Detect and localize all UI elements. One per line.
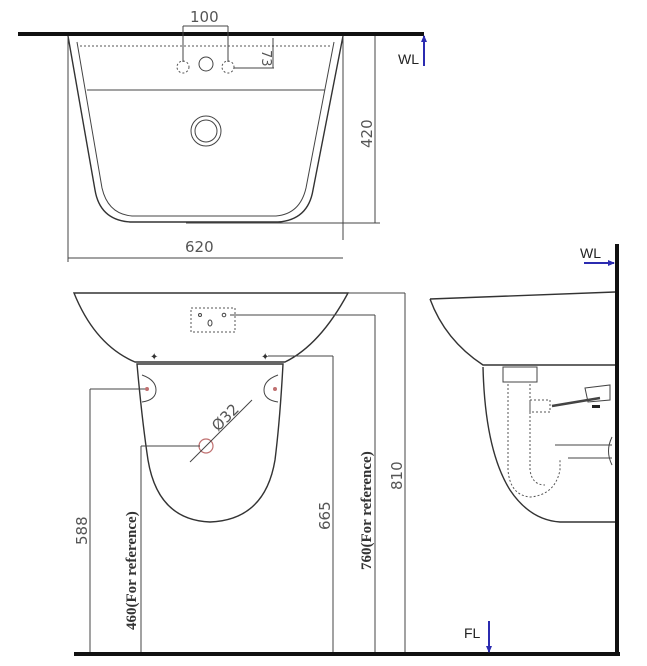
front-view: ✦ ✦ Ø32 588 460(For reference) 665 760(F…	[72, 292, 620, 656]
basin-front	[72, 292, 350, 363]
svg-text:✦: ✦	[150, 352, 158, 363]
fl-label: FL	[464, 625, 481, 641]
basin-side	[429, 291, 616, 366]
drain-pipe	[555, 444, 612, 459]
tap-hole-left-icon	[176, 60, 190, 74]
dim-supply-height: 760(For reference)	[359, 451, 375, 570]
fixing-left	[141, 374, 157, 403]
svg-text:✦: ✦	[261, 352, 269, 363]
drain-inner-icon	[194, 119, 218, 143]
dim-depth: 420	[358, 119, 376, 148]
valve-icon	[584, 384, 611, 403]
dim-fixing-height: 588	[73, 516, 91, 545]
trap-icon	[507, 384, 561, 498]
pedestal-side	[482, 366, 615, 523]
dim-waste-height: 460(For reference)	[124, 511, 140, 630]
supply-plate	[190, 307, 236, 333]
dim-bracket-height: 665	[316, 501, 334, 530]
dim-width: 620	[185, 238, 214, 256]
drain-outer-icon	[190, 115, 222, 147]
side-view: WL FL	[429, 244, 619, 656]
dim-waste-diameter: Ø32	[208, 400, 243, 435]
pedestal	[136, 363, 284, 523]
basin-outline-inner	[76, 41, 335, 217]
tap-hole-center-icon	[198, 56, 214, 72]
dim-tap-offset: 73	[258, 50, 273, 67]
basin-outline-outer	[67, 35, 344, 223]
wl-arrow-icon	[421, 35, 427, 42]
dim-tap-spacing: 100	[190, 8, 219, 26]
dim-rim-height: 810	[388, 461, 406, 490]
wl-label-side: WL	[580, 245, 601, 261]
wl-label-top: WL	[398, 51, 419, 67]
top-view: WL 100 73 420 620	[18, 8, 427, 262]
fixing-right	[263, 374, 279, 403]
tap-hole-right-icon	[221, 60, 235, 74]
